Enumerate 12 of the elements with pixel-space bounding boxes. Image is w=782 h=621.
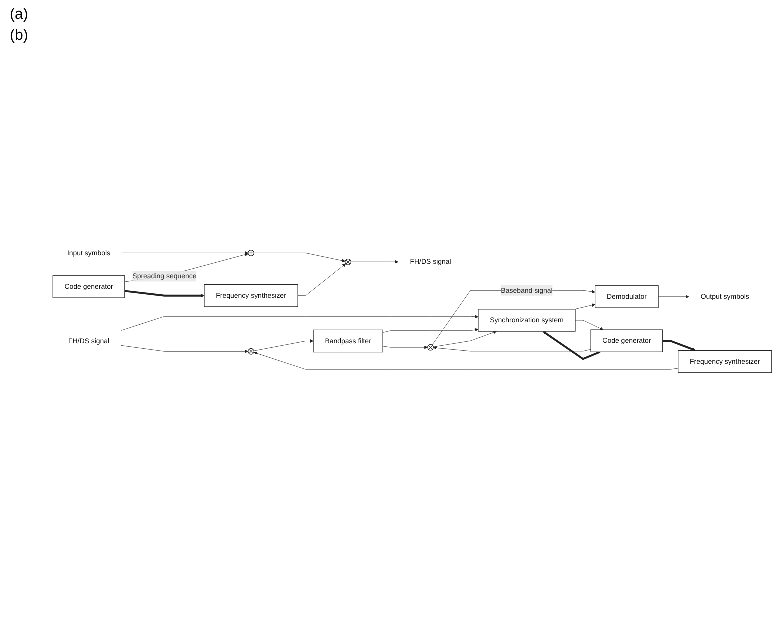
arrow [662,340,696,352]
node-box [52,276,126,298]
arrow [542,331,601,360]
node-box [478,309,576,332]
node-box [590,330,664,352]
panel-label: (b) [10,27,28,44]
panel-label: (a) [10,6,28,23]
node-box [595,286,659,308]
node-box [678,350,772,374]
node-box [313,330,384,353]
arrow [124,290,205,298]
node-box [204,284,298,308]
